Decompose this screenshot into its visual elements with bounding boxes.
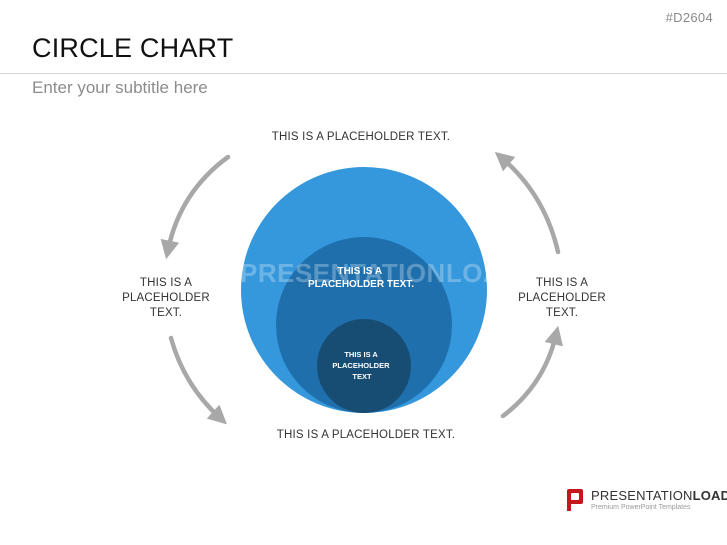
label-left[interactable]: THIS IS A PLACEHOLDER TEXT.: [112, 276, 220, 321]
page-subtitle[interactable]: Enter your subtitle here: [32, 78, 208, 97]
brand-name-light: PRESENTATION: [591, 488, 693, 503]
inner-circle-text: THIS IS A PLACEHOLDER TEXT: [332, 350, 391, 381]
watermark-text: PRESENTATIONLOAD: [240, 258, 522, 288]
label-right-line: TEXT.: [545, 307, 579, 319]
arrow-bottom-left: [168, 335, 227, 425]
brand-name-bold: LOAD: [692, 488, 727, 503]
label-right-line: PLACEHOLDER: [518, 292, 606, 304]
arrow-top-left: [160, 154, 231, 260]
label-right[interactable]: THIS IS A PLACEHOLDER TEXT.: [508, 276, 616, 321]
label-bottom[interactable]: THIS IS A PLACEHOLDER TEXT.: [276, 429, 456, 441]
brand-name: PRESENTATIONLOAD: [591, 488, 727, 503]
arrow-top-right: [494, 151, 561, 255]
label-left-line: THIS IS A: [139, 277, 193, 289]
header-divider: [0, 73, 727, 74]
label-top[interactable]: THIS IS A PLACEHOLDER TEXT.: [271, 131, 451, 143]
inner-text-line-1: THIS IS A: [344, 350, 378, 359]
slide-code: #D2604: [665, 10, 713, 25]
arrow-bottom-right: [500, 325, 563, 419]
inner-text-line-3: TEXT: [352, 372, 372, 381]
brand-tagline: Premium PowerPoint Templates: [591, 504, 691, 511]
brand-logo: PRESENTATIONLOAD Premium PowerPoint Temp…: [565, 488, 727, 512]
middle-text-line-2: PLACEHOLDER TEXT.: [308, 279, 414, 290]
label-left-line: PLACEHOLDER: [122, 292, 210, 304]
inner-circle[interactable]: [317, 319, 411, 413]
presentationload-logo-icon: [567, 489, 583, 511]
label-right-line: THIS IS A: [535, 277, 589, 289]
label-left-line: TEXT.: [149, 307, 183, 319]
page-title[interactable]: CIRCLE CHART: [32, 33, 234, 63]
watermark-logo-icon: [212, 260, 234, 287]
inner-text-line-2: PLACEHOLDER: [332, 361, 390, 370]
middle-text-line-1: THIS IS A: [337, 266, 381, 277]
watermark: PRESENTATIONLOAD: [212, 258, 521, 289]
middle-circle-text: THIS IS A PLACEHOLDER TEXT.: [308, 266, 414, 290]
